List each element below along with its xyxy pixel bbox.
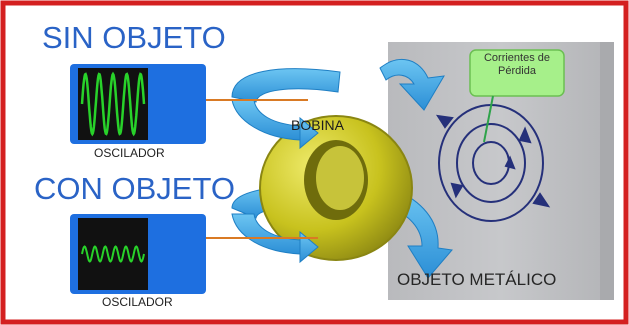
oscilloscope-wave-high bbox=[80, 71, 146, 137]
field-arrowhead-icon bbox=[299, 230, 319, 264]
eddy-currents bbox=[435, 104, 551, 222]
coil bbox=[259, 115, 413, 261]
eddy-arrowhead-icon bbox=[532, 192, 551, 208]
oscillator-panel-without-object bbox=[70, 64, 206, 144]
eddy-callout bbox=[469, 49, 565, 143]
coil-label: BOBINA bbox=[291, 117, 344, 133]
eddy-arrowhead-icon bbox=[504, 155, 516, 170]
oscillator-panel-with-object bbox=[70, 214, 206, 294]
eddy-arrowhead-icon bbox=[435, 114, 454, 129]
title-without-object: SIN OBJETO bbox=[42, 20, 226, 55]
eddy-callout-label: Corrientes de Pérdida bbox=[483, 52, 551, 77]
field-arrowhead-icon bbox=[299, 116, 319, 150]
metal-object-label: OBJETO METÁLICO bbox=[397, 270, 557, 289]
title-with-object: CON OBJETO bbox=[34, 171, 235, 206]
oscillator-label: OSCILADOR bbox=[102, 295, 173, 309]
eddy-arrowhead-icon bbox=[518, 126, 532, 144]
oscillator-label: OSCILADOR bbox=[94, 146, 165, 160]
oscilloscope-wave-low bbox=[81, 245, 145, 263]
magnetic-field-arrows-front bbox=[231, 99, 319, 264]
eddy-arrowhead-icon bbox=[450, 182, 464, 199]
